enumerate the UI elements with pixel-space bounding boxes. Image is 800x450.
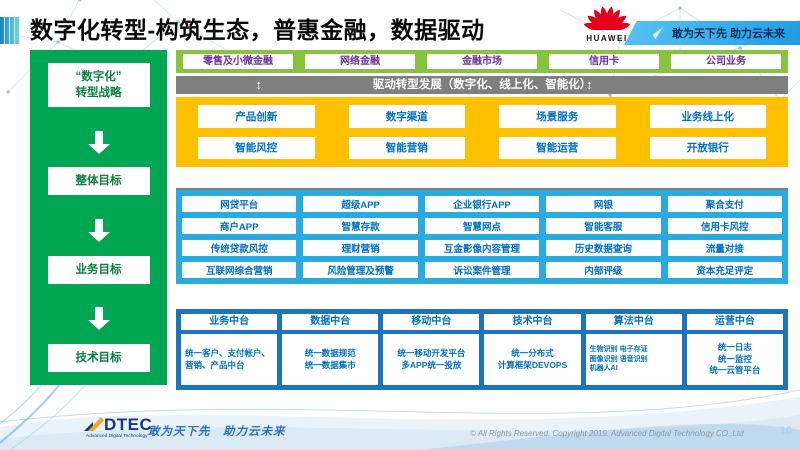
dtec-wordmark: DTEC (104, 415, 153, 434)
drive-transformation-bar: ↕ 驱动转型发展（数字化、线上化、智能化） ↕ (176, 76, 788, 94)
system-box: 资本充足评定 (667, 262, 782, 278)
huawei-logo: HUAWEI (583, 3, 631, 43)
header-slogan-text: 敢为天下先 助力云未来 (672, 28, 786, 40)
capability-box: 智能运营 (499, 136, 616, 159)
capability-box: 开放银行 (649, 136, 766, 159)
capability-box: 产品创新 (198, 105, 315, 128)
system-box: 企业银行APP (424, 196, 540, 212)
system-box: 网贷平台 (182, 196, 297, 212)
sidebar-overall-goal-box: 整体目标 (47, 167, 150, 196)
footer-slogan: 敢为天下先 助力云未来 (148, 426, 286, 438)
system-box: 信用卡风控 (667, 218, 782, 234)
up-down-arrow-icon: ↕ (255, 77, 263, 92)
platform-content: 统一移动开发平台 多APP统一投放 (383, 334, 480, 385)
platform-content: 统一数据规范 统一数据集市 (282, 334, 379, 385)
system-box: 风险管理及预警 (303, 262, 418, 278)
capability-band: 产品创新 数字渠道 场景服务 业务线上化 智能风控 智能营销 智能运营 开放银行 (176, 97, 788, 167)
up-down-arrow-icon: ↕ (586, 77, 593, 92)
system-box: 传统贷款风控 (182, 240, 297, 256)
business-line-box: 网络金融 (305, 54, 415, 69)
platform-title: 技术中台 (484, 314, 581, 330)
systems-band: 网贷平台 超级APP 企业银行APP 网银 聚合支付 商户APP 智慧存款 智慧… (176, 190, 788, 284)
huawei-wordmark: HUAWEI (586, 34, 628, 43)
down-arrow-icon (87, 307, 110, 331)
platform-content: 统一客户、支付帐户、营销、产品中台 (181, 334, 278, 385)
system-box: 超级APP (303, 196, 418, 212)
capability-box: 智能营销 (348, 136, 465, 159)
platform-title: 数据中台 (282, 314, 379, 330)
system-box: 流量对接 (667, 240, 782, 256)
system-box: 内部评级 (546, 262, 661, 278)
header-slogan-banner: 敢为天下先 助力云未来 (618, 21, 800, 45)
platform-column: 数据中台 统一数据规范 统一数据集市 (282, 314, 379, 385)
system-box: 智能客服 (546, 218, 661, 234)
sidebar-tech-goal-box: 技术目标 (47, 343, 150, 372)
business-line-box: 零售及小微金融 (183, 54, 293, 69)
system-box: 互联网综合营销 (182, 262, 297, 278)
system-box: 互金影像内容管理 (424, 240, 540, 256)
sidebar-strategy-box: “数字化” 转型战略 (47, 63, 150, 108)
down-arrow-icon (87, 219, 110, 243)
paper-plane-icon (646, 26, 663, 39)
system-box: 网银 (546, 196, 661, 212)
platform-band: 业务中台 统一客户、支付帐户、营销、产品中台 数据中台 统一数据规范 统一数据集… (176, 309, 788, 390)
platform-column: 运营中台 统一日志 统一监控 统一云管平台 (686, 314, 783, 385)
huawei-flower-icon (583, 6, 631, 32)
page-number: 10 (779, 425, 792, 437)
title-accent-bar (0, 17, 20, 44)
system-box: 诉讼案件管理 (424, 262, 540, 278)
drive-transformation-label: 驱动转型发展（数字化、线上化、智能化） (372, 79, 592, 91)
capability-box: 场景服务 (499, 105, 616, 128)
system-box: 聚合支付 (667, 196, 782, 212)
platform-title: 移动中台 (383, 314, 480, 330)
strategy-sidebar: “数字化” 转型战略 整体目标 业务目标 技术目标 (30, 50, 167, 385)
platform-title: 算法中台 (585, 314, 682, 330)
platform-column: 业务中台 统一客户、支付帐户、营销、产品中台 (181, 314, 278, 385)
dtec-logo-icon (84, 417, 104, 431)
platform-content: 统一分布式 计算框架DEVOPS (484, 334, 581, 385)
sidebar-business-goal-box: 业务目标 (47, 255, 150, 284)
dtec-logo: DTEC Advanced Digital Technology (84, 415, 194, 439)
platform-column: 移动中台 统一移动开发平台 多APP统一投放 (383, 314, 480, 385)
capability-box: 业务线上化 (649, 105, 766, 128)
copyright-text: © All Rights Reserved. Copyright 2019. A… (470, 429, 744, 438)
platform-content: 统一日志 统一监控 统一云管平台 (686, 334, 783, 385)
down-arrow-icon (87, 130, 110, 154)
capability-box: 智能风控 (198, 136, 315, 159)
business-lines-band: 零售及小微金融 网络金融 金融市场 信用卡 公司业务 (176, 50, 788, 73)
platform-title: 运营中台 (686, 314, 783, 330)
system-box: 智慧存款 (303, 218, 418, 234)
business-line-box: 金融市场 (427, 54, 537, 69)
business-line-box: 公司业务 (671, 54, 781, 69)
system-box: 理财营销 (303, 240, 418, 256)
business-line-box: 信用卡 (549, 54, 659, 69)
system-box: 历史数据查询 (546, 240, 661, 256)
page-title: 数字化转型-构筑生态，普惠金融，数据驱动 (30, 17, 485, 43)
capability-box: 数字渠道 (348, 105, 465, 128)
dtec-logo-subtext: Advanced Digital Technology (86, 434, 148, 439)
system-box: 商户APP (182, 218, 297, 234)
platform-title: 业务中台 (181, 314, 278, 330)
platform-content: 生物识别 电子存证 图像识别 语音识别 机器人AI (585, 334, 682, 385)
platform-column: 技术中台 统一分布式 计算框架DEVOPS (484, 314, 581, 385)
system-box: 智慧网点 (424, 218, 540, 234)
platform-column: 算法中台 生物识别 电子存证 图像识别 语音识别 机器人AI (585, 314, 682, 385)
